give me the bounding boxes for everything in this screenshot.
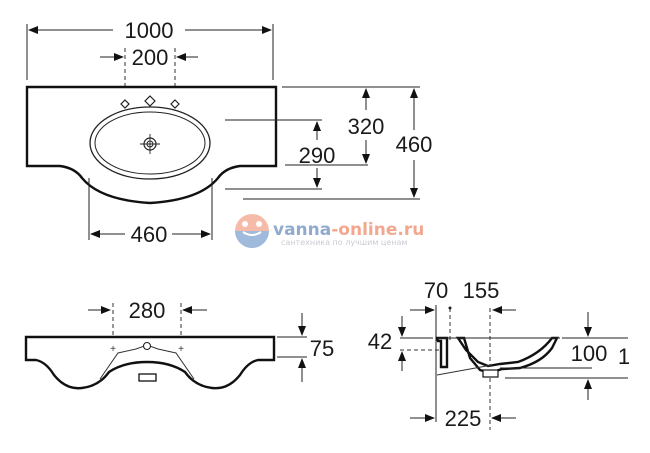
watermark-tagline: сантехника по лучшим ценам: [281, 238, 407, 247]
svg-text:vanna-online.ru: vanna-online.ru: [273, 220, 424, 240]
watermark-brand-1: vanna: [273, 220, 331, 240]
dim-deck-depth: 320: [348, 114, 385, 139]
dim-overall-width: 1000: [125, 18, 174, 43]
tap-hole-icon: [120, 95, 180, 109]
dim-bowl-height-suffix: 1: [618, 344, 630, 369]
dim-tap-spacing-top: 200: [132, 45, 169, 70]
dim-tap-to-drain: 155: [463, 278, 500, 303]
dim-overflow-height: 42: [368, 329, 392, 354]
basin-top-outline: [25, 85, 278, 205]
watermark-brand-2: -online.ru: [331, 220, 424, 240]
watermark: vanna-online.ru сантехника по лучшим цен…: [235, 214, 424, 248]
dim-overall-depth: 460: [396, 132, 433, 157]
dim-bowl-height: 100: [571, 341, 608, 366]
dim-wall-to-tap: 70: [424, 278, 448, 303]
top-view: 1000 200 460: [25, 18, 433, 247]
front-view: 280 + + 75: [24, 298, 334, 390]
dim-tap-spacing-front: 280: [129, 298, 166, 323]
basin-front-outline: [24, 335, 276, 390]
dim-wall-to-drain: 225: [445, 406, 482, 431]
svg-text:+: +: [178, 344, 184, 355]
frog-logo-icon: [235, 214, 269, 248]
dim-rim-height: 75: [310, 336, 334, 361]
svg-text:+: +: [110, 344, 116, 355]
side-view: 70 155 42 100 1 225: [368, 278, 630, 431]
dim-bowl-depth: 290: [299, 143, 336, 168]
basin-side-outline: [435, 336, 449, 369]
dim-bowl-width: 460: [131, 222, 168, 247]
drain-icon: [140, 134, 160, 154]
